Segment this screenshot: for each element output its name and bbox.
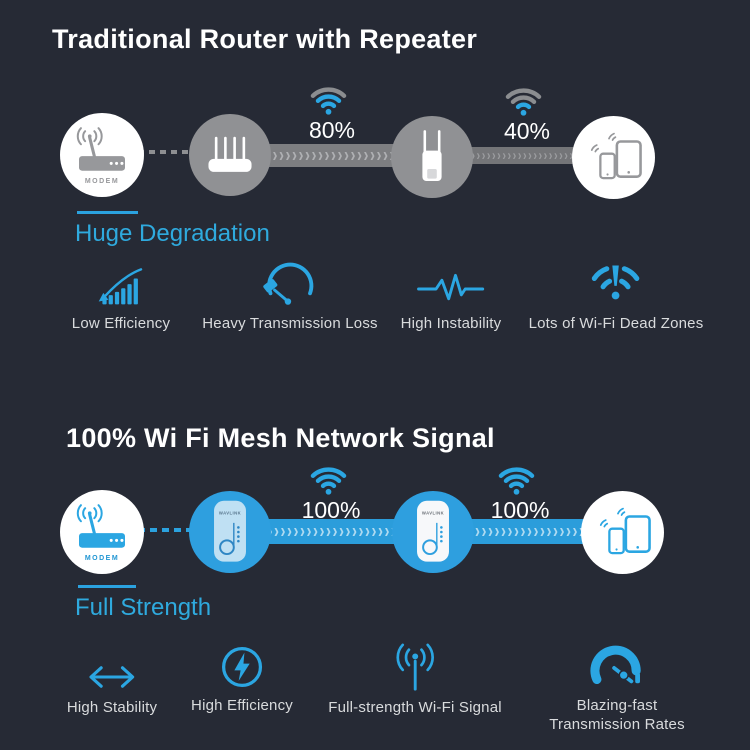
- top-caption: Huge Degradation: [75, 220, 270, 247]
- pulse-waveform-icon: [416, 262, 486, 308]
- feature-transmission-loss: Heavy Transmission Loss: [202, 262, 378, 332]
- phone-tablet-icon: [599, 507, 651, 554]
- wifi-signal-icon-100-left: [308, 464, 349, 496]
- dotted-connector-gray: [138, 150, 194, 154]
- modem-label: MODEM: [84, 178, 120, 185]
- caption-underline: [77, 211, 138, 214]
- device-brand-text: WAVLINK: [219, 511, 241, 516]
- modem-node-bottom: MODEM: [60, 490, 144, 574]
- wavlink-extender-icon: WAVLINK: [417, 500, 449, 562]
- feature-high-stability: High Stability: [67, 648, 157, 716]
- repeater-icon: [422, 130, 442, 181]
- repeater-node: [391, 116, 473, 198]
- signal-band-blue-2: ››››››››››››››››››››››››: [458, 519, 596, 544]
- wifi-signal-icon-80: [308, 84, 349, 116]
- signal-percent-label: 40%: [503, 118, 551, 144]
- signal-band-gray-2: ››››››››››››››››››››››››››››››: [458, 147, 588, 164]
- modem-icon: [76, 504, 125, 548]
- bottom-caption: Full Strength: [75, 594, 212, 621]
- signal-band-gray-1: ››››››››››››››››››››››››››: [255, 144, 407, 167]
- modem-icon: [76, 127, 125, 171]
- chevron-pattern: ››››››››››››››››››››››››››: [255, 520, 410, 543]
- feature-full-strength-signal: Full-strength Wi-Fi Signal: [328, 643, 502, 716]
- devices-node-bottom: [581, 491, 664, 574]
- dotted-connector-blue: [138, 528, 194, 532]
- gauge-needle-low-icon: [261, 262, 319, 308]
- signal-percent-label: 100%: [490, 497, 550, 523]
- chevron-pattern: ››››››››››››››››››››››››››: [255, 144, 407, 167]
- bottom-section-title: 100% Wi Fi Mesh Network Signal: [66, 423, 495, 453]
- speedometer-icon: [589, 645, 645, 690]
- rising-bars-decline-arrow-icon: [93, 262, 149, 308]
- antenna-broadcast-icon: [388, 643, 442, 692]
- signal-band-blue-1: ››››››››››››››››››››››››››: [255, 519, 410, 544]
- devices-node-top: [572, 116, 655, 199]
- wifi-signal-icon-100-right: [496, 464, 537, 496]
- extender-node-1: WAVLINK: [189, 491, 271, 573]
- device-brand-text: WAVLINK: [422, 511, 444, 516]
- caption-underline: [78, 585, 136, 588]
- feature-low-efficiency: Low Efficiency: [72, 262, 170, 332]
- wifi-signal-icon-40: [503, 85, 544, 117]
- wavlink-extender-icon: WAVLINK: [214, 500, 246, 562]
- wifi-dead-zone-alert-icon: [590, 262, 642, 308]
- signal-percent-label: 100%: [301, 497, 361, 523]
- feature-blazing-fast: Blazing-fast Transmission Rates: [536, 645, 698, 735]
- chevron-pattern: ››››››››››››››››››››››››: [458, 520, 596, 543]
- top-section-title: Traditional Router with Repeater: [52, 24, 478, 54]
- lightning-circle-icon: [219, 646, 265, 690]
- double-arrow-icon: [81, 648, 143, 692]
- phone-tablet-icon: [590, 132, 642, 179]
- modem-label: MODEM: [84, 555, 120, 562]
- feature-high-instability: High Instability: [401, 262, 502, 332]
- signal-percent-label: 80%: [308, 117, 356, 143]
- router-icon: [208, 136, 252, 172]
- router-node: [189, 114, 271, 196]
- modem-node-top: MODEM: [60, 113, 144, 197]
- feature-dead-zones: Lots of Wi-Fi Dead Zones: [529, 262, 704, 332]
- extender-node-2: WAVLINK: [392, 491, 474, 573]
- feature-high-efficiency: High Efficiency: [191, 646, 293, 714]
- chevron-pattern: ››››››››››››››››››››››››››››››: [458, 147, 588, 164]
